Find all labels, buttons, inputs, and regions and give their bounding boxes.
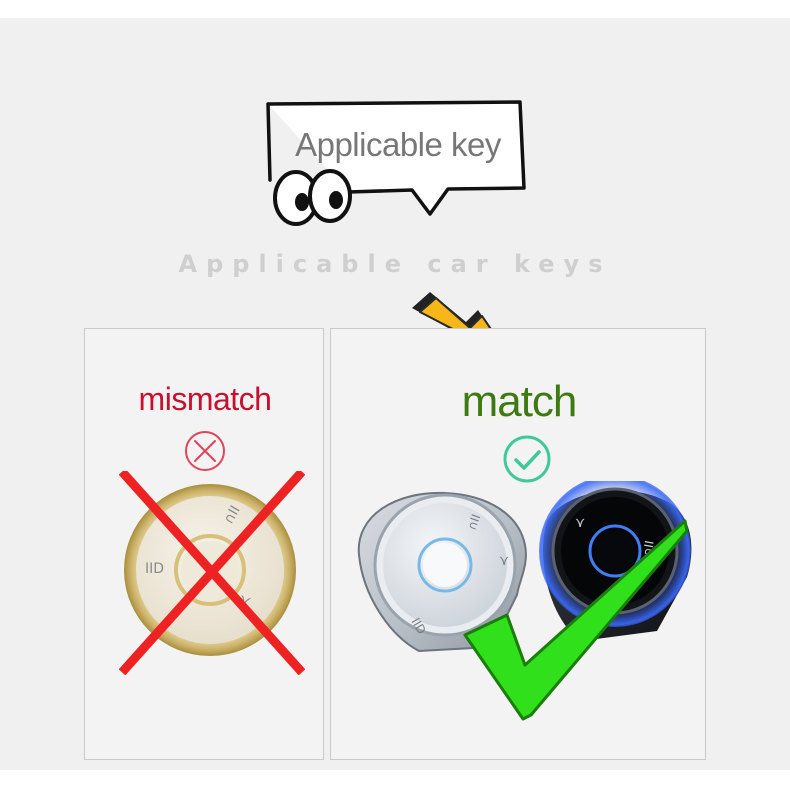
big-red-x-icon [119,471,305,675]
match-label: match [461,377,578,426]
mismatch-label: mismatch [138,381,272,417]
svg-text:∩II: ∩II [465,512,484,532]
check-circle-icon [503,435,551,483]
match-panel: match IID ∩I [330,328,706,760]
bubble-text: Applicable key [295,126,501,163]
mismatch-panel: mismatch ∩II IID [84,328,324,760]
cartoon-eyes-icon [273,169,352,226]
x-circle-icon [185,431,225,471]
subtitle: Applicable car keys [178,250,612,278]
speech-bubble-icon [266,100,526,226]
svg-text:⋎: ⋎ [575,515,585,531]
silver-key-fob: IID ∩II ⋎ [357,491,527,653]
svg-text:⋎: ⋎ [499,553,509,569]
black-key-fob: ⋎ ∩II ∩II [539,481,692,641]
big-green-check-icon [463,519,689,721]
speech-bubble: Applicable key [262,96,534,232]
key-marking-left: IID [145,561,165,577]
